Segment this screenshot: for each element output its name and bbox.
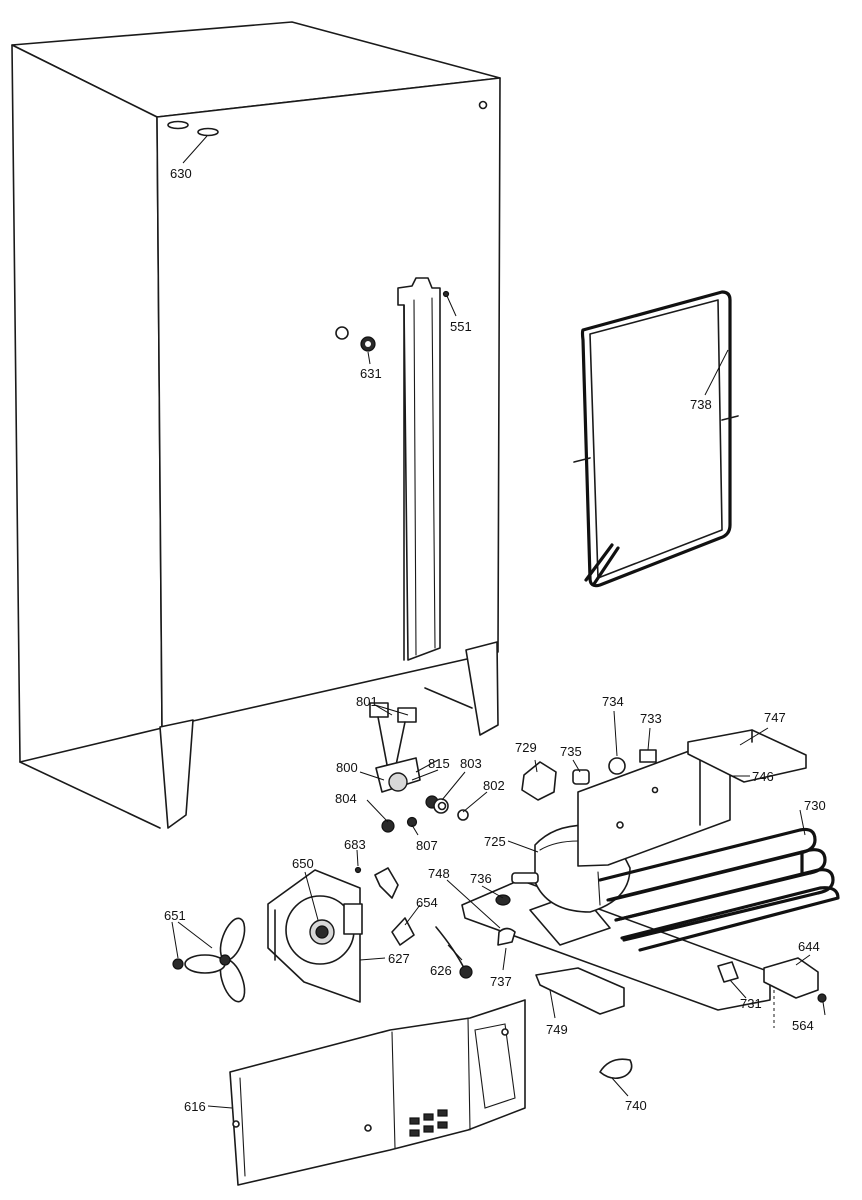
label-551: 551 — [450, 319, 472, 334]
fan-motor-assembly — [172, 866, 473, 1003]
leader-lines — [171, 135, 826, 1109]
label-627: 627 — [388, 951, 410, 966]
label-749: 749 — [546, 1022, 568, 1037]
condenser-coil-730 — [597, 827, 840, 952]
label-802: 802 — [483, 778, 505, 793]
label-644: 644 — [798, 939, 820, 954]
defrost-drain-assembly — [369, 702, 469, 833]
label-626: 626 — [430, 963, 452, 978]
label-800: 800 — [336, 760, 358, 775]
label-737: 737 — [490, 974, 512, 989]
label-734: 734 — [602, 694, 624, 709]
label-730: 730 — [804, 798, 826, 813]
label-747: 747 — [764, 710, 786, 725]
label-807: 807 — [416, 838, 438, 853]
label-630: 630 — [170, 166, 192, 181]
label-651: 651 — [164, 908, 186, 923]
label-631: 631 — [360, 366, 382, 381]
label-740: 740 — [625, 1098, 647, 1113]
label-733: 733 — [640, 711, 662, 726]
label-564: 564 — [792, 1018, 814, 1033]
refrigerator-cabinet — [11, 21, 501, 829]
label-731: 731 — [740, 996, 762, 1011]
access-panel-616 — [229, 999, 526, 1186]
label-650: 650 — [292, 856, 314, 871]
label-654: 654 — [416, 895, 438, 910]
compressor-assembly — [461, 729, 807, 1015]
label-746: 746 — [752, 769, 774, 784]
label-725: 725 — [484, 834, 506, 849]
label-815: 815 — [428, 756, 450, 771]
label-801: 801 — [356, 694, 378, 709]
label-735: 735 — [560, 744, 582, 759]
part-number-labels: 630 551 631 738 801 800 815 803 802 804 … — [164, 166, 826, 1114]
label-738: 738 — [690, 397, 712, 412]
label-748: 748 — [428, 866, 450, 881]
label-729: 729 — [515, 740, 537, 755]
label-616: 616 — [184, 1099, 206, 1114]
label-804: 804 — [335, 791, 357, 806]
label-803: 803 — [460, 756, 482, 771]
label-736: 736 — [470, 871, 492, 886]
label-683: 683 — [344, 837, 366, 852]
drain-frame-738 — [573, 290, 739, 588]
mounting-hardware — [599, 957, 827, 1080]
